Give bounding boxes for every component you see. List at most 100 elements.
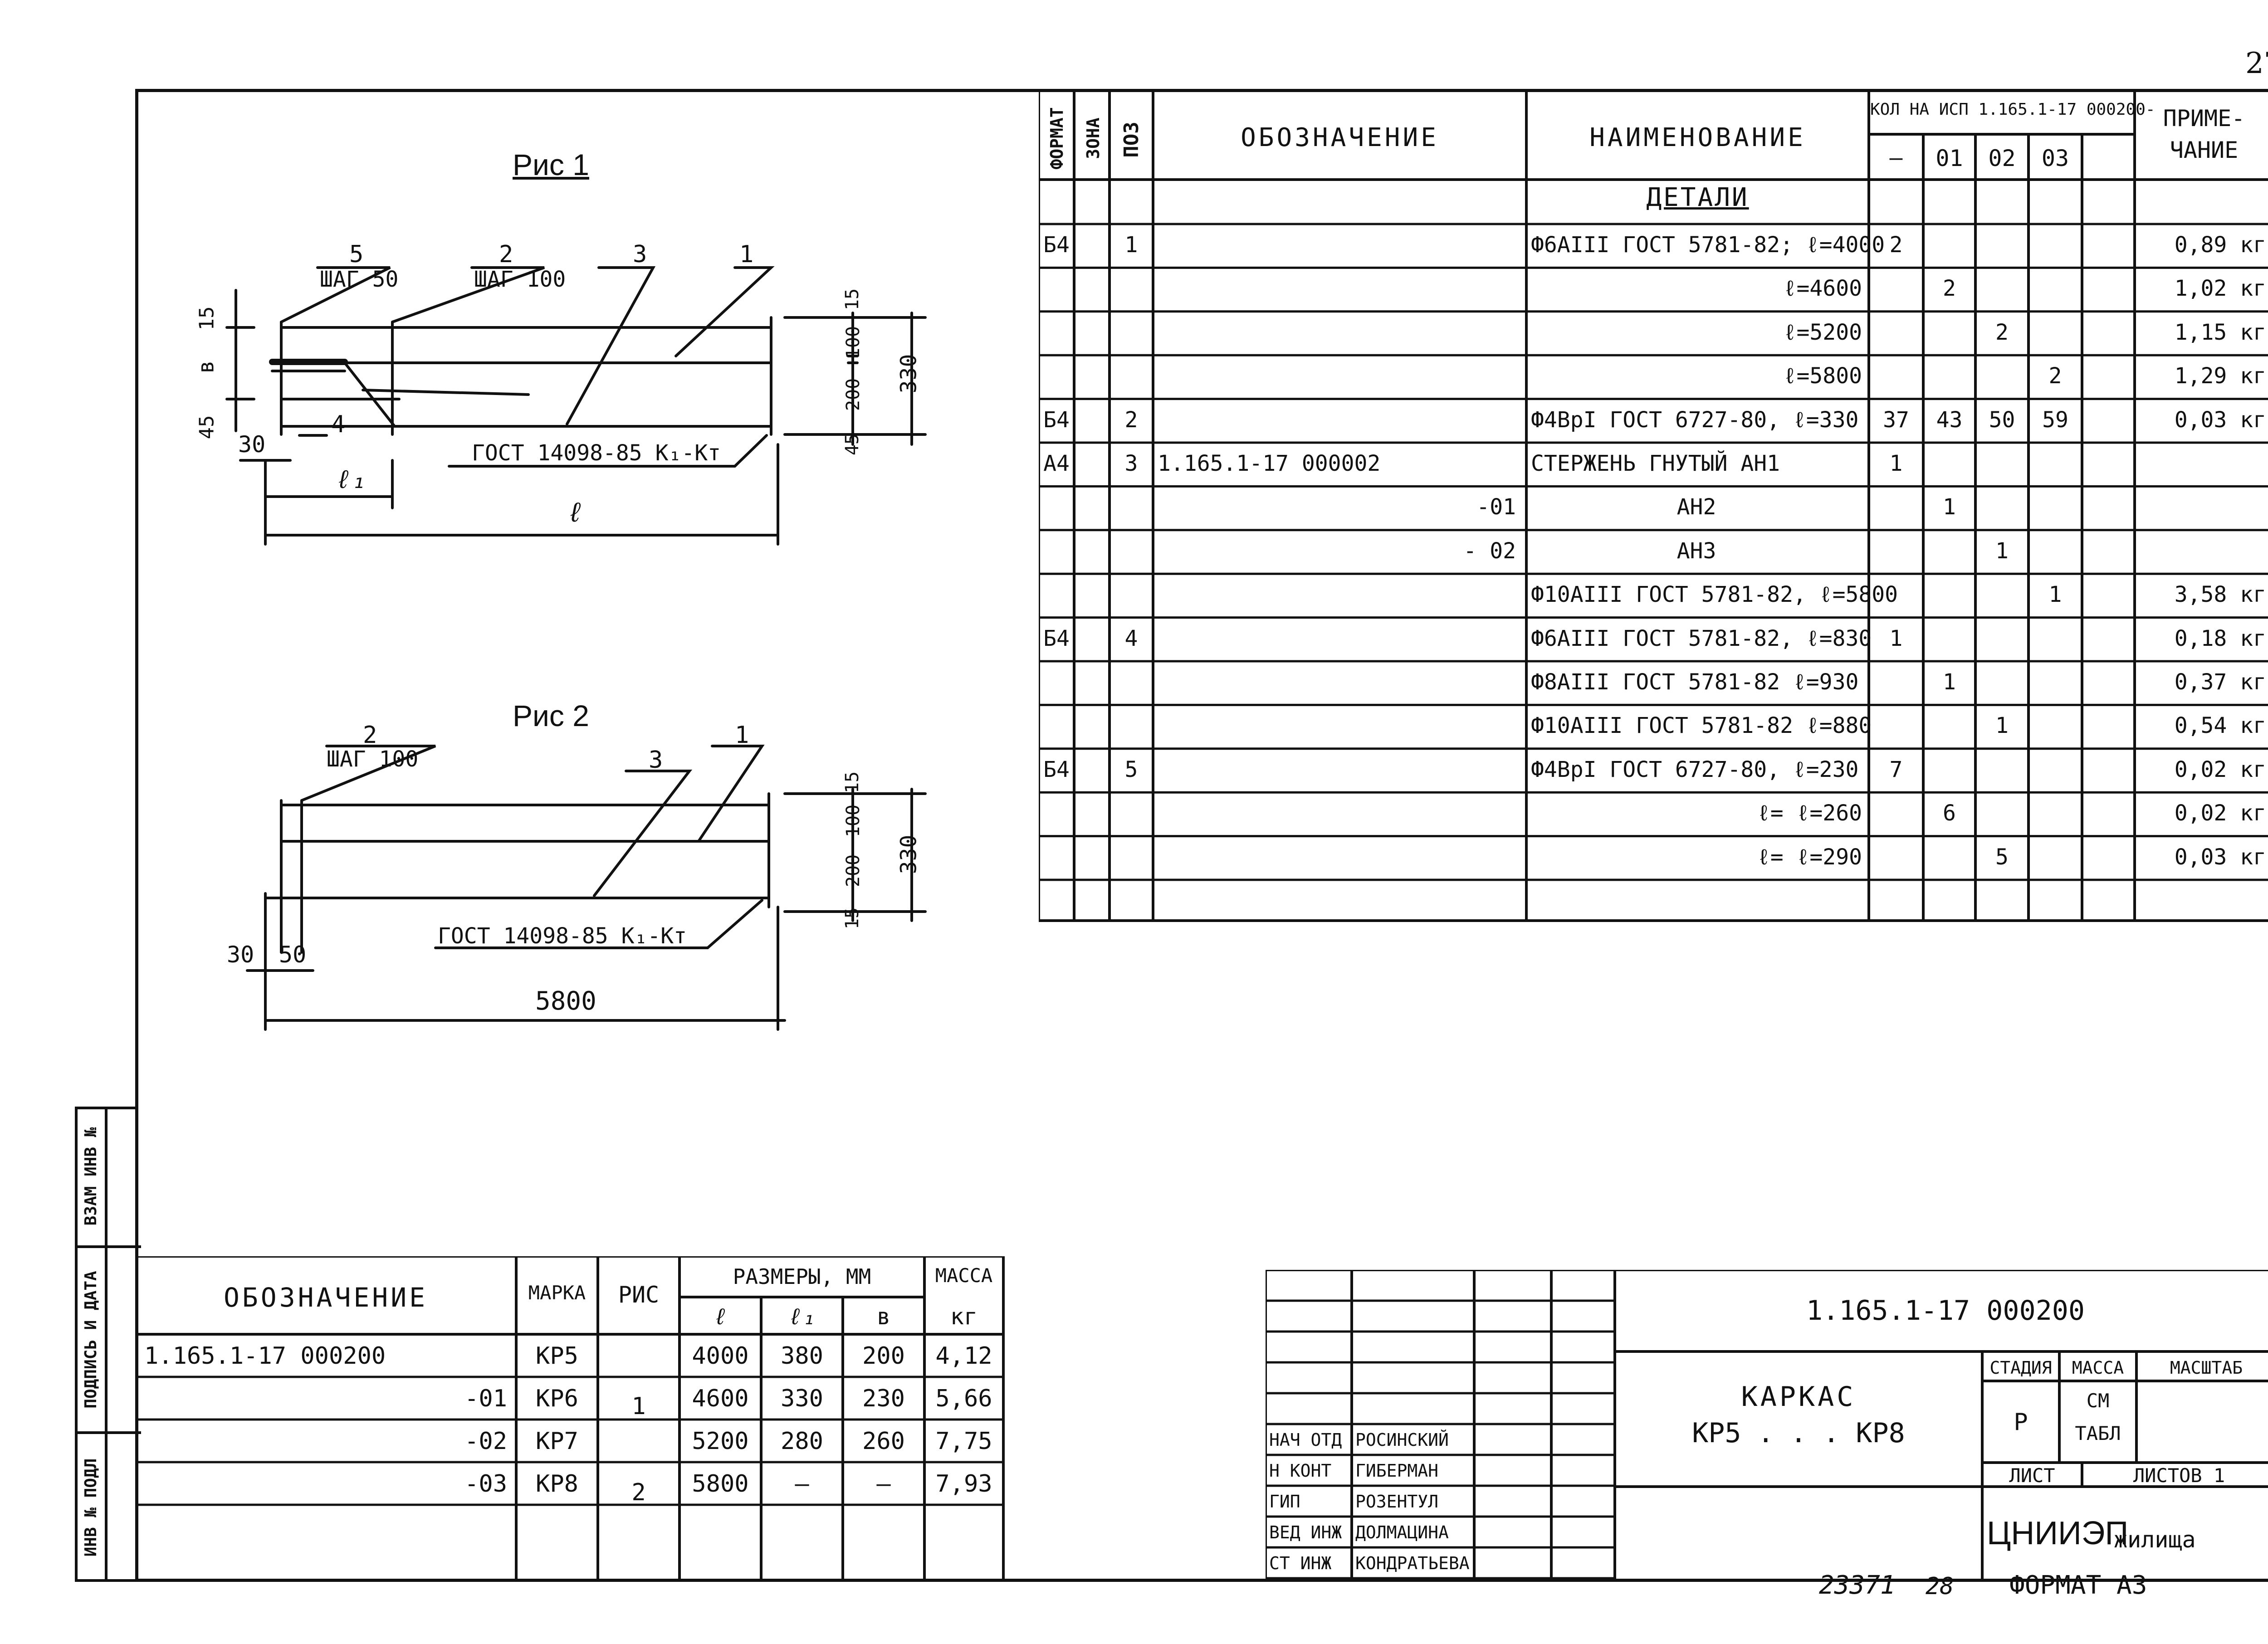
header-q2: 02 — [1988, 145, 2016, 171]
marks-row-designation: 1.165.1-17 000200 — [144, 1342, 386, 1370]
spec-row-qty: 5 — [1995, 844, 2009, 870]
marks-fig-group-2: 2 — [631, 1479, 646, 1506]
callout-4-pos: 4 — [331, 411, 346, 438]
marks-row-l: 5200 — [692, 1428, 749, 1455]
staff-name: ДОЛМАЦИНА — [1355, 1522, 1449, 1542]
marks-header-fig: РИС — [618, 1282, 660, 1308]
spec-row-note: 1,15 кг — [2174, 319, 2266, 345]
header-note-1: ПРИМЕ- — [2163, 105, 2245, 132]
spec-row-qty: 2 — [1995, 319, 2009, 345]
sheet-header: ЛИСТ — [2009, 1464, 2055, 1487]
callout-1-pos: 1 — [739, 241, 754, 268]
marks-row-b: 200 — [862, 1342, 905, 1370]
spec-row-qty: 1 — [2048, 582, 2062, 608]
spec-row-qty: 1 — [1995, 713, 2009, 739]
marks-row-l: 5800 — [692, 1470, 749, 1498]
product-name-1: КАРКАС — [1741, 1381, 1856, 1413]
marks-table: ОБОЗНАЧЕНИЕ МАРКА РИС РАЗМЕРЫ, ММ ℓ ℓ₁ в… — [135, 1256, 1006, 1582]
header-note-2: ЧАНИЕ — [2170, 137, 2239, 163]
drawing-frame — [135, 89, 2268, 1582]
spec-row-format: Б4 — [1043, 756, 1070, 782]
figure-2-weld-note: ГОСТ 14098-85 К₁-Кт — [438, 923, 687, 949]
spec-row-qty: 6 — [1943, 800, 1956, 826]
spec-row-pos: 5 — [1124, 756, 1138, 782]
marks-row-mark: КР8 — [536, 1470, 578, 1498]
header-q3: 03 — [2041, 145, 2069, 171]
marks-header-l: ℓ — [713, 1303, 727, 1330]
spec-row-format: Б4 — [1043, 625, 1070, 651]
spec-row-name: Ф6АIII ГОСТ 5781-82, ℓ=830 — [1531, 625, 1872, 651]
staff-role: ГИП — [1269, 1492, 1300, 1512]
spec-row-qty: 7 — [1889, 756, 1903, 782]
fig2-dim-30: 30 — [227, 942, 254, 968]
dim-l: ℓ — [567, 497, 584, 528]
staff-role: СТ ИНЖ — [1269, 1553, 1332, 1573]
staff-name: ГИБЕРМАН — [1355, 1461, 1439, 1481]
marks-header-mark: МАРКА — [528, 1282, 586, 1304]
spec-row-format: Б4 — [1043, 232, 1070, 258]
marks-row-mass: 7,75 — [935, 1428, 992, 1455]
fig2-callout-1-pos: 1 — [735, 722, 749, 749]
title-grid — [1266, 1270, 2268, 1582]
spec-row-qty: 1 — [1995, 538, 2009, 564]
staff-role: Н КОНТ — [1269, 1461, 1332, 1481]
spec-row-qty: 2 — [2048, 363, 2062, 389]
staff-name: РОЗЕНТУЛ — [1355, 1492, 1439, 1512]
spec-row-name: Ф10АIII ГОСТ 5781-82 ℓ=880 — [1531, 713, 1872, 739]
dim-b: в — [193, 360, 219, 374]
mass-header: МАССА — [2072, 1358, 2124, 1378]
marks-row-mass: 5,66 — [935, 1385, 992, 1412]
figure-1-title: Рис 1 — [513, 148, 589, 181]
spec-row-note: 1,02 кг — [2174, 276, 2266, 302]
stage-header: СТАДИЯ — [1989, 1358, 2052, 1378]
figure-1-weld-note: ГОСТ 14098-85 К₁-Кт — [472, 440, 721, 466]
marks-header-l1: ℓ₁ — [788, 1303, 816, 1330]
header-pos: ПОЗ — [1120, 122, 1143, 158]
marks-row-mark: КР5 — [536, 1342, 578, 1370]
spec-row-format: А4 — [1043, 451, 1070, 476]
figure-2-drawing — [246, 745, 927, 1031]
header-qty: КОЛ НА ИСП 1.165.1-17 000200- — [1870, 100, 2156, 119]
marks-row-l1: 280 — [781, 1428, 823, 1455]
header-name: НАИМЕНОВАНИЕ — [1589, 123, 1806, 152]
dim-r15: 15 — [842, 288, 863, 311]
spec-row-qty: 1 — [1889, 451, 1903, 476]
staff-name: РОСИНСКИЙ — [1355, 1430, 1449, 1450]
fig2-dim-5800: 5800 — [535, 986, 596, 1016]
figure-1-drawing — [225, 266, 927, 546]
spec-row-note: 0,37 кг — [2174, 669, 2266, 695]
marks-header-b: в — [876, 1303, 891, 1330]
footer-format: ФОРМАТ А3 — [2009, 1571, 2147, 1600]
staff-role: НАЧ ОТД — [1269, 1430, 1342, 1450]
marks-header-mass-unit: кг — [950, 1303, 978, 1330]
section-details: ДЕТАЛИ — [1646, 183, 1749, 212]
title-block: 1.165.1-17 000200 КАРКАС КР5 . . . КР8 С… — [1266, 1270, 2268, 1582]
spec-row-name: Ф4ВрI ГОСТ 6727-80, ℓ=230 — [1531, 756, 1859, 782]
fig2-dim-r15a: 15 — [842, 771, 863, 794]
marks-header-designation: ОБОЗНАЧЕНИЕ — [223, 1282, 428, 1313]
marks-grid — [135, 1256, 1005, 1582]
stage-value: Р — [2014, 1409, 2028, 1436]
mass-value-2: ТАБЛ — [2075, 1422, 2121, 1444]
callout-3-pos: 3 — [633, 241, 647, 268]
fig2-callout-2-pos: 2 — [363, 722, 377, 749]
callout-5-pos: 5 — [349, 241, 364, 268]
spec-row-qty: 50 — [1989, 407, 2015, 433]
marks-row-l1: 330 — [781, 1385, 823, 1412]
sheets-header: ЛИСТОВ 1 — [2133, 1464, 2225, 1487]
spec-row-qty: 2 — [1889, 232, 1903, 258]
marks-row-l1: — — [795, 1470, 809, 1498]
dim-r200: 200 — [843, 378, 864, 411]
spec-row-name: ℓ= ℓ=290 — [1757, 844, 1862, 870]
dim-45: 45 — [195, 415, 219, 439]
figure-2-title: Рис 2 — [513, 699, 589, 732]
spec-row-note: 0,03 кг — [2174, 844, 2266, 870]
spec-row-note: 0,89 кг — [2174, 232, 2266, 258]
marks-row-mark: КР7 — [536, 1428, 578, 1455]
fig2-dim-50: 50 — [279, 942, 307, 968]
header-designation: ОБОЗНАЧЕНИЕ — [1241, 123, 1439, 152]
spec-row-pos: 3 — [1124, 451, 1138, 476]
spec-row-name: ℓ= ℓ=260 — [1757, 800, 1862, 826]
marks-row-designation: -03 — [464, 1470, 507, 1498]
